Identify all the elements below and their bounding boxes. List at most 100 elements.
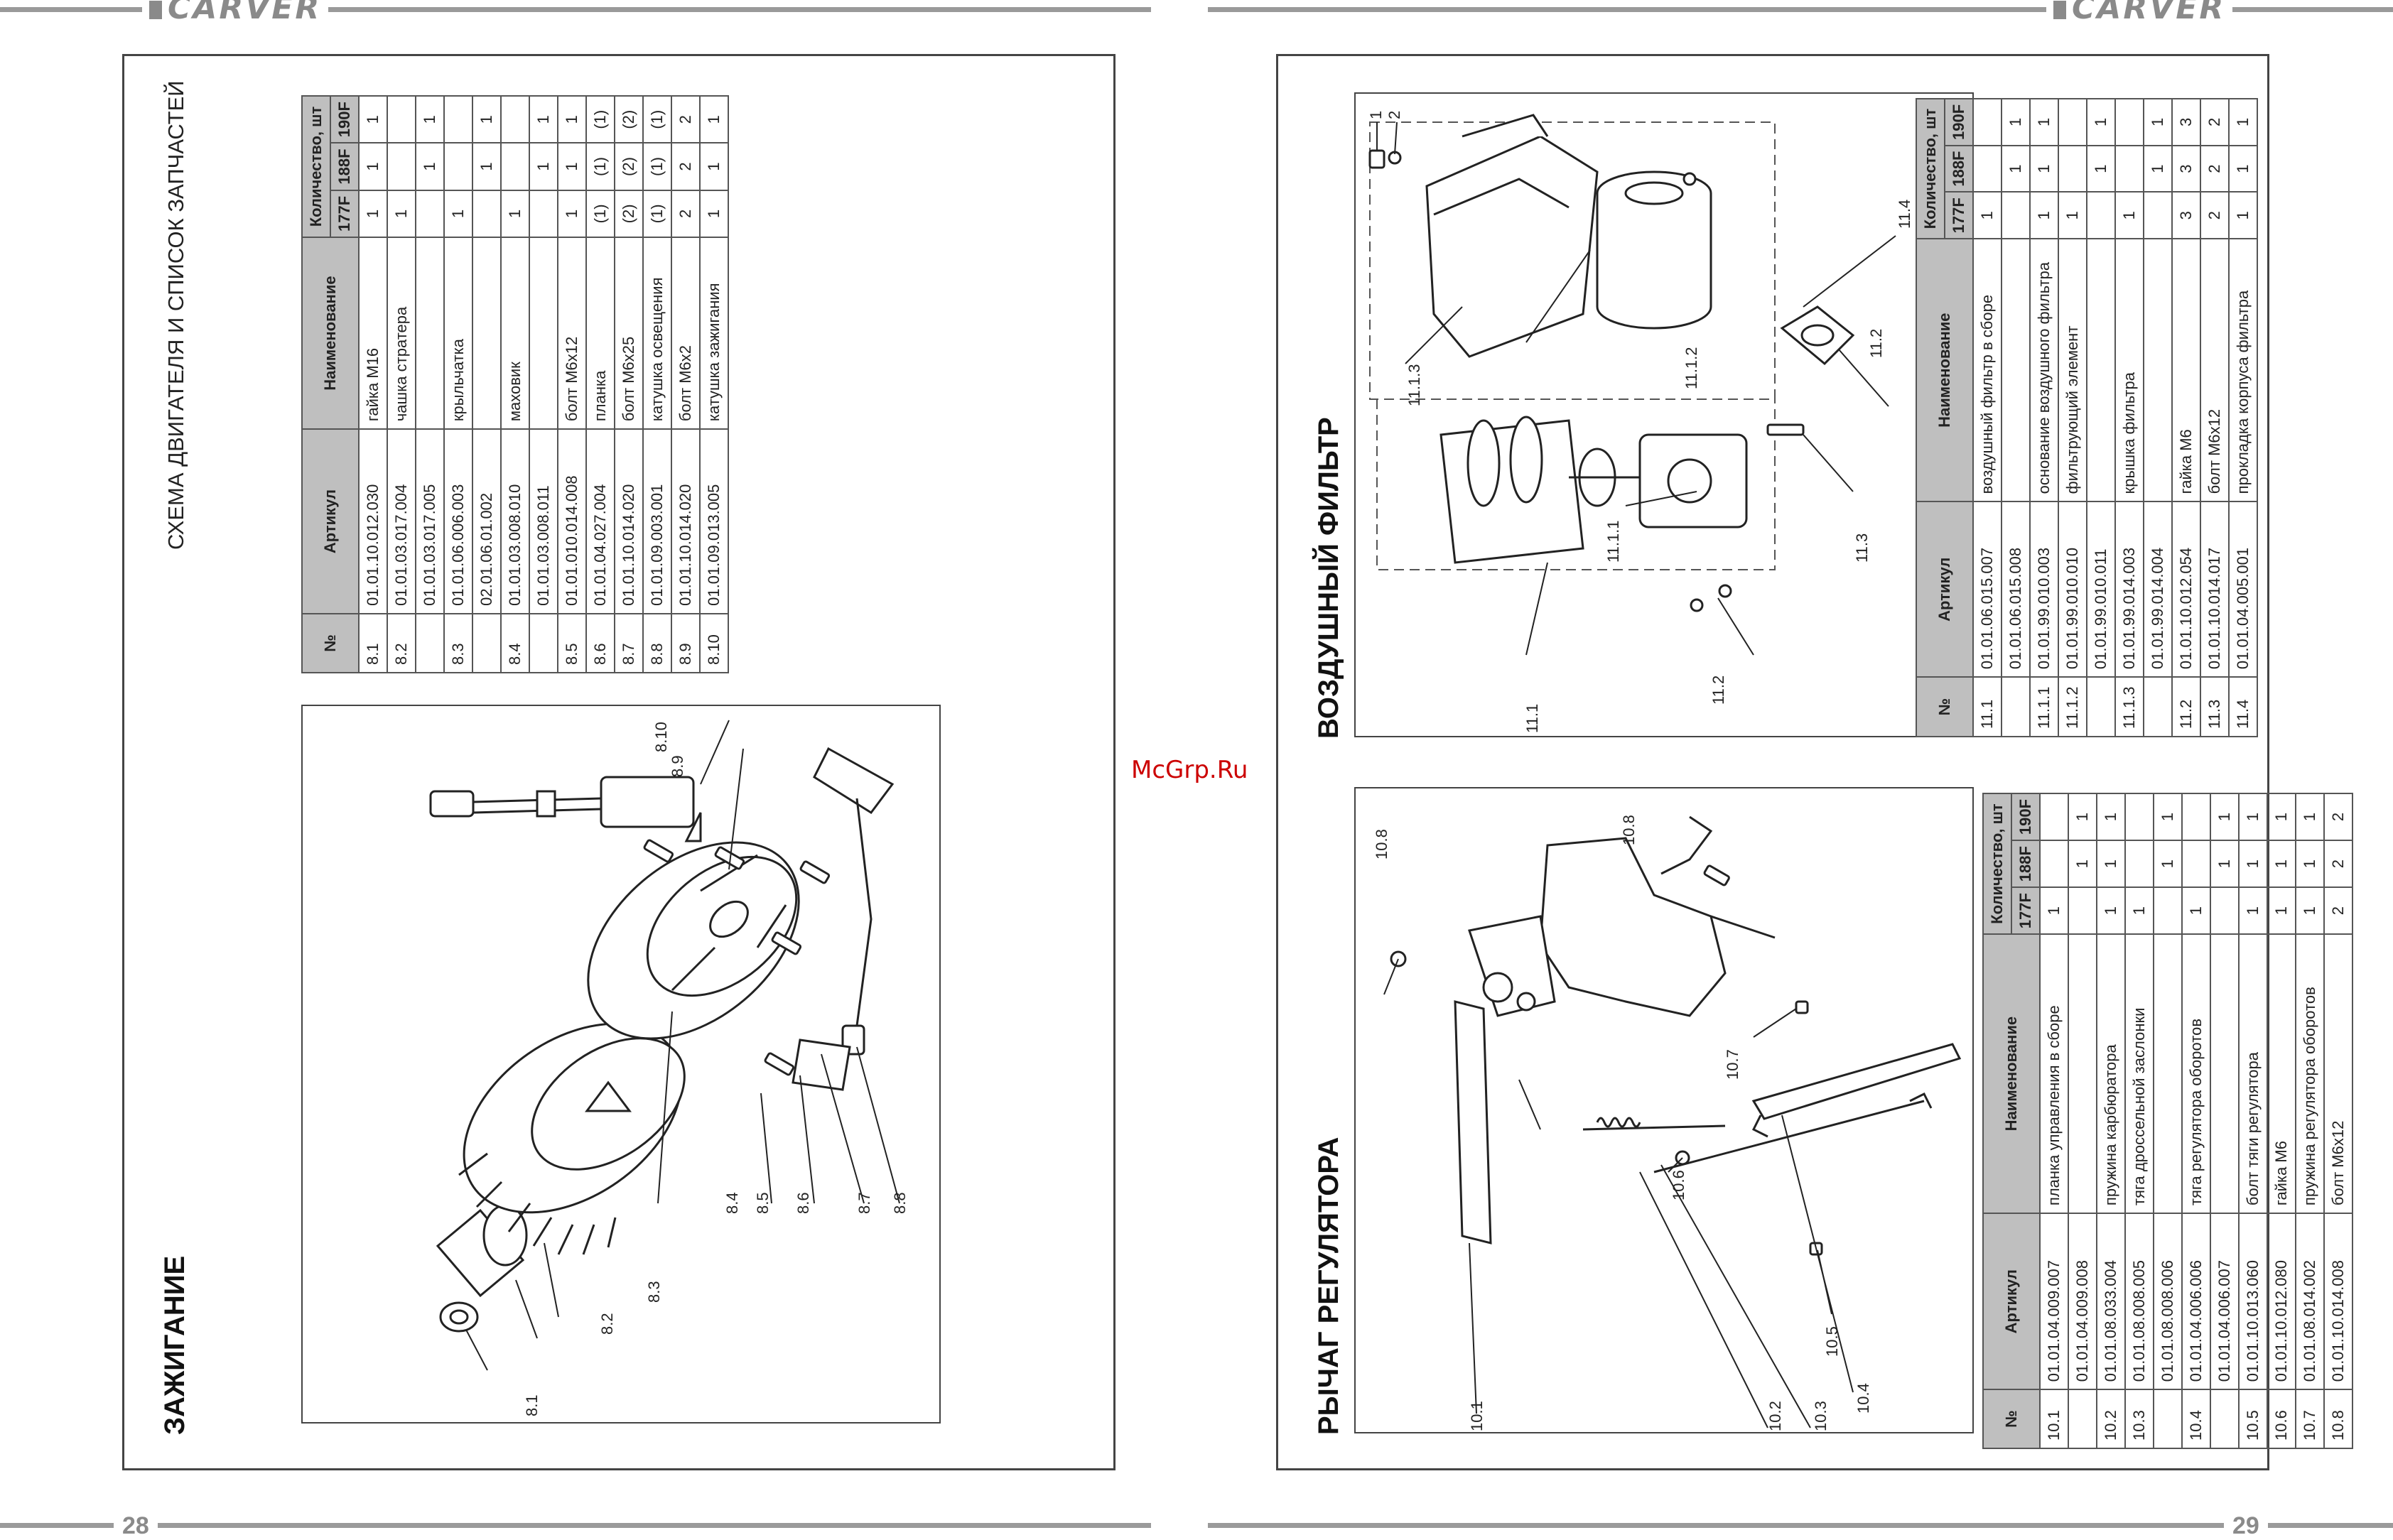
callout-11-3: 11.3 [1853,533,1871,563]
cell-no [529,613,558,673]
cell-name [2210,934,2239,1214]
cell-name: основание воздушного фильтра [2030,239,2058,502]
cell-qty-177f: 1 [444,190,472,238]
cell-qty-188f: 2 [2200,145,2229,192]
cell-qty-190f: 1 [416,96,444,143]
callout-11-2: 11.2 [1709,676,1727,705]
cell-qty-177f [529,190,558,238]
cell-article: 01.01.10.014.020 [671,429,700,614]
cell-article: 01.01.09.003.001 [643,429,671,614]
ignition-title: ЗАЖИГАНИЕ [159,1255,190,1435]
fan-part [458,1022,686,1255]
cell-qty-188f [2040,840,2068,888]
cell-name: гайка М6 [2172,239,2200,502]
cell-qty-188f: 1 [2087,145,2115,192]
cell-qty-177f: 1 [700,190,728,238]
cell-qty-190f: 1 [2030,99,2058,146]
cell-name: чашка стратера [387,237,416,430]
cell-article: 01.01.04.006.006 [2182,1213,2210,1390]
cell-name: гайка М16 [359,237,387,430]
cell-name: болт М6х25 [615,237,643,430]
brand-logo-left: CARVER [142,0,329,24]
cell-qty-177f: 1 [2097,887,2125,935]
governor-parts-table-wrap: № Артикул Наименование Количество, шт 17… [1982,793,2353,1449]
cell-name: тяга дроссельной заслонки [2125,934,2154,1214]
cell-name: воздушный фильтр в сборе [1973,239,2002,502]
control-plate-part [1454,815,1776,1245]
cell-qty-190f: (1) [586,96,615,143]
air-filter-diagram: 1 2 11.1 11.1.1 11.1.2 11.1.3 11.2 11.2 … [1367,111,1913,733]
cell-name: пружина карбюратора [2097,934,2125,1214]
air-filter-callouts: 1 2 11.1 11.1.1 11.1.2 11.1.3 11.2 11.2 … [1367,111,1913,733]
col-article: Артикул [302,429,359,614]
cell-no: 11.4 [2229,677,2257,737]
ignition-parts-table: № Артикул Наименование Количество, шт 17… [301,95,729,673]
flywheel-part [587,841,800,1040]
cell-article: 01.01.10.014.020 [615,429,643,614]
cell-qty-177f [472,190,501,238]
cell-article: 01.01.99.010.011 [2087,501,2115,678]
cell-qty-177f [416,190,444,238]
cell-qty-177f: 1 [2229,192,2257,239]
cell-qty-188f [2182,840,2210,888]
cell-qty-177f [2087,192,2115,239]
governor-diagram: 10.1 10.2 10.3 10.4 10.5 10.6 10.7 10.8 … [1373,815,1962,1431]
cell-qty-190f: 1 [558,96,586,143]
cell-qty-177f [2068,887,2097,935]
cell-qty-177f [2210,887,2239,935]
header-rule-right [1208,7,2393,12]
cell-qty-177f: 2 [2324,887,2353,935]
col-190f: 190F [330,96,359,143]
cell-no: 11.1.3 [2115,677,2144,737]
callout-8-4: 8.4 [723,1192,741,1214]
cell-article: 01.01.99.014.003 [2115,501,2144,678]
callout-11-1-3: 11.1.3 [1405,364,1423,406]
cell-no: 8.10 [700,613,728,673]
cell-qty-190f: 1 [2068,793,2097,841]
cell-qty-177f: 1 [359,190,387,238]
page-number-left: 28 [114,1512,158,1540]
cell-qty-188f: 1 [2296,840,2324,888]
cell-name: катушка зажигания [700,237,728,430]
cell-name: планка [586,237,615,430]
cell-qty-177f: 1 [2239,887,2267,935]
callout-8-10: 8.10 [652,722,670,752]
cell-qty-177f [2154,887,2182,935]
cell-qty-177f [2002,192,2030,239]
cell-qty-190f [2115,99,2144,146]
cell-qty-190f: 1 [529,96,558,143]
callout-10-4: 10.4 [1854,1383,1872,1414]
cell-qty-188f: 1 [2068,840,2097,888]
cell-qty-177f: 1 [501,190,529,238]
lighting-coil-part [792,747,895,1091]
cell-qty-177f: (1) [586,190,615,238]
cell-qty-188f [2115,145,2144,192]
cell-name [529,237,558,430]
throttle-rod-part [1653,1092,1933,1173]
callout-8-7: 8.7 [855,1192,873,1214]
cell-qty-177f: 1 [2296,887,2324,935]
cell-article: 01.01.99.014.004 [2144,501,2172,678]
air-filter-parts-table-wrap: № Артикул Наименование Количество, шт 17… [1916,98,2258,737]
callout-10-2: 10.2 [1766,1401,1784,1431]
cell-name: болт М6х12 [2200,239,2229,502]
cell-no: 8.1 [359,613,387,673]
cell-article: 01.01.10.012.030 [359,429,387,614]
cell-qty-188f: 1 [529,143,558,190]
cell-no: 8.2 [387,613,416,673]
cell-name: прокладка корпуса фильтра [2229,239,2257,502]
cell-name [2087,239,2115,502]
cell-article: 01.01.08.008.006 [2154,1213,2182,1390]
cell-name: планка управления в сборе [2040,934,2068,1214]
header-rule-left [0,7,1151,12]
col-article: Артикул [1916,501,1973,678]
col-188f: 188F [2011,840,2040,888]
cell-qty-190f [444,96,472,143]
